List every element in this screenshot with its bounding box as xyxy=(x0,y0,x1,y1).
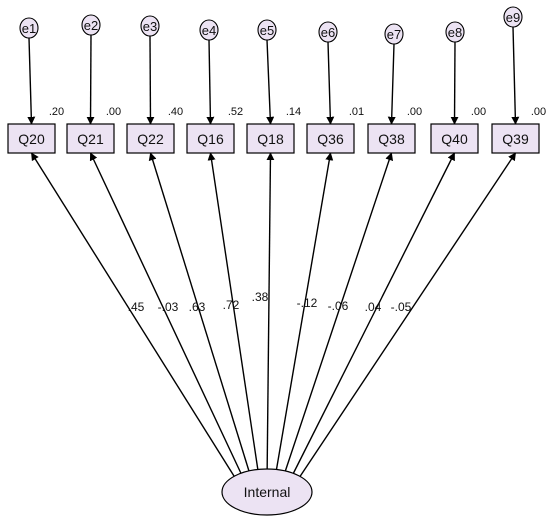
error-arrow xyxy=(146,35,155,125)
indicator-box xyxy=(306,123,355,154)
error-node xyxy=(140,15,160,37)
r-squared-label: .40 xyxy=(168,106,183,118)
loading-arrow xyxy=(280,152,394,485)
indicator-label: Q16 xyxy=(197,131,224,147)
error-node-label: e7 xyxy=(387,27,401,42)
error-node xyxy=(318,21,338,43)
indicator-box xyxy=(126,123,175,154)
indicator-box xyxy=(430,123,479,154)
error-arrow xyxy=(511,26,520,125)
indicator-box xyxy=(66,123,115,154)
loading-label: .38 xyxy=(252,290,269,304)
r-squared-label: .52 xyxy=(228,106,243,118)
error-arrow xyxy=(450,41,459,125)
indicator-box xyxy=(491,123,540,154)
error-node-label: e6 xyxy=(321,25,335,40)
loading-label: .72 xyxy=(223,298,240,312)
error-node-label: e1 xyxy=(22,21,36,36)
indicator-label: Q18 xyxy=(257,131,284,147)
error-arrow xyxy=(326,41,335,125)
error-arrow xyxy=(387,43,396,125)
error-arrow xyxy=(206,39,215,125)
loading-label: .04 xyxy=(365,300,382,314)
loading-arrow xyxy=(273,152,334,485)
error-node-label: e5 xyxy=(260,23,274,38)
indicator-label: Q39 xyxy=(502,131,529,147)
latent-internal-label: Internal xyxy=(244,484,291,500)
error-arrow xyxy=(86,34,95,125)
r-squared-label: .20 xyxy=(49,106,64,118)
r-squared-label: .00 xyxy=(407,106,422,118)
r-squared-label: .00 xyxy=(531,106,546,118)
error-node xyxy=(503,6,523,28)
error-node xyxy=(199,19,219,41)
indicator-label: Q20 xyxy=(18,131,45,147)
r-squared-label: .01 xyxy=(349,106,364,118)
indicator-label: Q38 xyxy=(378,131,405,147)
indicator-box xyxy=(7,123,56,154)
loading-arrow xyxy=(148,152,254,485)
error-node xyxy=(257,19,277,41)
error-node xyxy=(81,14,101,36)
loading-arrow xyxy=(207,152,261,485)
indicator-label: Q22 xyxy=(137,131,164,147)
error-arrow xyxy=(27,37,36,125)
loading-label: .63 xyxy=(189,300,206,314)
error-node-label: e2 xyxy=(84,18,98,33)
error-node-label: e8 xyxy=(448,25,462,40)
loading-label: -.06 xyxy=(328,299,349,313)
loading-arrow xyxy=(294,152,517,485)
loading-arrow xyxy=(30,152,240,485)
error-node xyxy=(19,17,39,39)
loading-arrow xyxy=(266,152,275,485)
indicator-label: Q36 xyxy=(317,131,344,147)
loading-label: -.05 xyxy=(391,300,412,314)
error-arrow xyxy=(266,39,275,125)
indicator-label: Q40 xyxy=(441,131,468,147)
r-squared-label: .00 xyxy=(106,106,121,118)
loading-arrow xyxy=(89,152,247,485)
loading-arrow xyxy=(287,152,456,485)
indicator-label: Q21 xyxy=(77,131,104,147)
latent-internal-ellipse xyxy=(221,468,313,516)
indicator-box xyxy=(367,123,416,154)
loading-label: .45 xyxy=(128,300,145,314)
error-node xyxy=(445,21,465,43)
indicator-box xyxy=(186,123,235,154)
r-squared-label: .00 xyxy=(471,106,486,118)
error-node-label: e3 xyxy=(143,19,157,34)
loading-label: -.03 xyxy=(158,300,179,314)
error-node xyxy=(384,23,404,45)
indicator-box xyxy=(246,123,295,154)
loading-label: -.12 xyxy=(297,296,318,310)
r-squared-label: .14 xyxy=(286,106,301,118)
error-node-label: e4 xyxy=(202,23,216,38)
error-node-label: e9 xyxy=(506,10,520,25)
